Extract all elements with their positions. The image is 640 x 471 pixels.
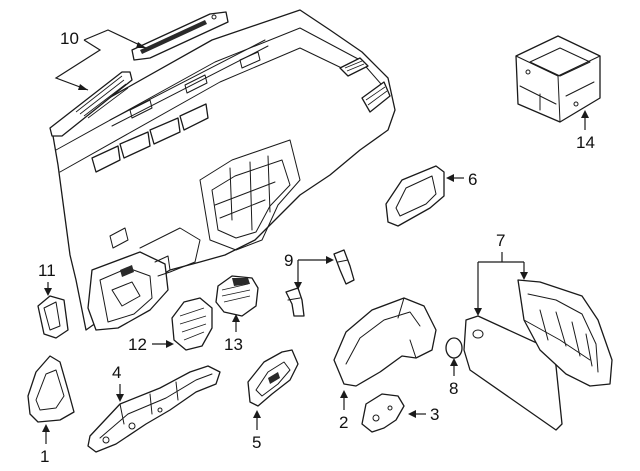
callout-12: 12 [128, 335, 174, 354]
defroster-grille-right [131, 11, 229, 61]
callout-label-1: 1 [40, 447, 49, 466]
side-vent-12 [171, 297, 213, 351]
callout-8: 8 [449, 358, 458, 398]
lid-panel-6 [385, 165, 445, 227]
callout-5: 5 [252, 410, 261, 452]
callout-label-3: 3 [430, 405, 439, 424]
end-cap-1 [27, 355, 75, 423]
callout-13: 13 [224, 314, 243, 354]
callout-label-10: 10 [60, 29, 79, 48]
callout-label-2: 2 [339, 413, 348, 432]
callout-label-9: 9 [284, 251, 293, 270]
callout-label-6: 6 [468, 170, 477, 189]
clip-9-right [333, 249, 355, 285]
vent-duct-13 [215, 275, 259, 317]
callout-label-4: 4 [112, 363, 121, 382]
glove-box-bin-7 [517, 279, 613, 387]
callout-label-13: 13 [224, 335, 243, 354]
callout-label-5: 5 [252, 433, 261, 452]
callout-4: 4 [112, 363, 124, 402]
callout-label-11: 11 [38, 261, 56, 280]
callout-2: 2 [339, 390, 348, 432]
callout-label-12: 12 [128, 335, 147, 354]
callout-14: 14 [576, 110, 595, 152]
bracket-5 [247, 349, 299, 407]
defroster-grille-left [49, 71, 133, 137]
callout-6: 6 [446, 170, 477, 189]
callout-3: 3 [408, 405, 439, 424]
callout-10: 10 [54, 29, 147, 91]
cap-8 [445, 337, 463, 359]
support-bracket-4 [87, 365, 221, 453]
bracket-3 [361, 393, 405, 433]
side-trim-panel-2 [333, 297, 437, 387]
switch-cover-11 [37, 295, 69, 339]
callout-1: 1 [40, 424, 50, 466]
callout-label-14: 14 [576, 133, 595, 152]
bracket-box-14 [515, 35, 601, 123]
callout-11: 11 [38, 261, 56, 296]
callout-7: 7 [474, 231, 528, 316]
callout-label-8: 8 [449, 379, 458, 398]
instrument-panel-assembly [51, 9, 396, 331]
callout-9: 9 [284, 251, 334, 290]
callout-label-7: 7 [496, 231, 505, 250]
clip-9-left [285, 287, 305, 317]
